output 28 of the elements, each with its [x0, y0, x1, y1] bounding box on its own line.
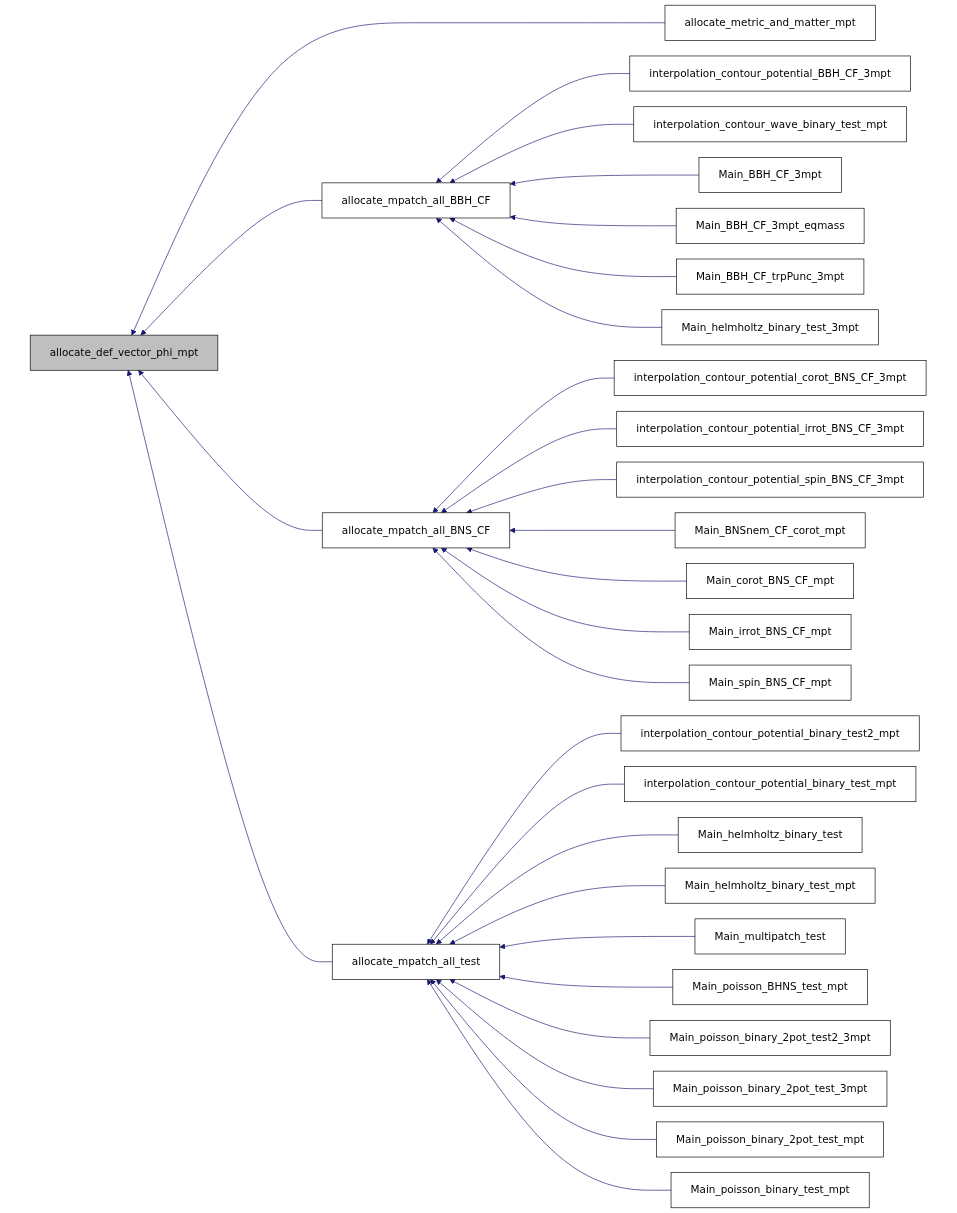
node-box: interpolation_contour_potential_binary_test2_mpt	[621, 715, 920, 752]
node-box: Main_helmholtz_binary_test_mpt	[665, 867, 876, 904]
node-box: allocate_def_vector_phi_mpt	[30, 334, 219, 371]
node-box: interpolation_contour_potential_irrot_BNS_CF_3mpt	[616, 410, 925, 447]
node-box: interpolation_contour_wave_binary_test_mpt	[633, 106, 908, 143]
node-box: allocate_mpatch_all_test	[332, 943, 501, 980]
node-box: Main_BBH_CF_3mpt_eqmass	[676, 207, 865, 244]
node-box: Main_poisson_binary_2pot_test_3mpt	[653, 1070, 888, 1107]
node-box: allocate_mpatch_all_BNS_CF	[322, 512, 511, 549]
node-box: allocate_mpatch_all_BBH_CF	[322, 182, 511, 219]
node-box: interpolation_contour_potential_binary_test_mpt	[624, 766, 917, 803]
node-box: interpolation_contour_potential_spin_BNS_CF_3mpt	[616, 461, 925, 498]
node-box: Main_poisson_binary_2pot_test2_3mpt	[650, 1020, 891, 1056]
node-box: Main_poisson_BHNS_test_mpt	[672, 969, 869, 1006]
node-box: Main_poisson_binary_test_mpt	[671, 1172, 870, 1209]
node-box: Main_poisson_binary_2pot_test_mpt	[656, 1121, 885, 1158]
node-box: interpolation_contour_potential_corot_BNS_CF_3mpt	[614, 360, 927, 396]
node-box: Main_multipatch_test	[695, 918, 846, 955]
node-box: Main_BNSnem_CF_corot_mpt	[675, 512, 866, 549]
node-box: Main_helmholtz_binary_test	[678, 817, 863, 853]
node-box: Main_corot_BNS_CF_mpt	[686, 563, 855, 599]
node-box: Main_BBH_CF_trpPunc_3mpt	[676, 258, 865, 295]
node-box: Main_irrot_BNS_CF_mpt	[689, 613, 852, 650]
node-box: Main_BBH_CF_3mpt	[698, 157, 842, 193]
node-box: Main_spin_BNS_CF_mpt	[689, 664, 852, 701]
node-box: Main_helmholtz_binary_test_3mpt	[661, 309, 880, 346]
node-box: allocate_metric_and_matter_mpt	[665, 4, 876, 41]
node-box: interpolation_contour_potential_BBH_CF_3mpt	[629, 55, 912, 92]
